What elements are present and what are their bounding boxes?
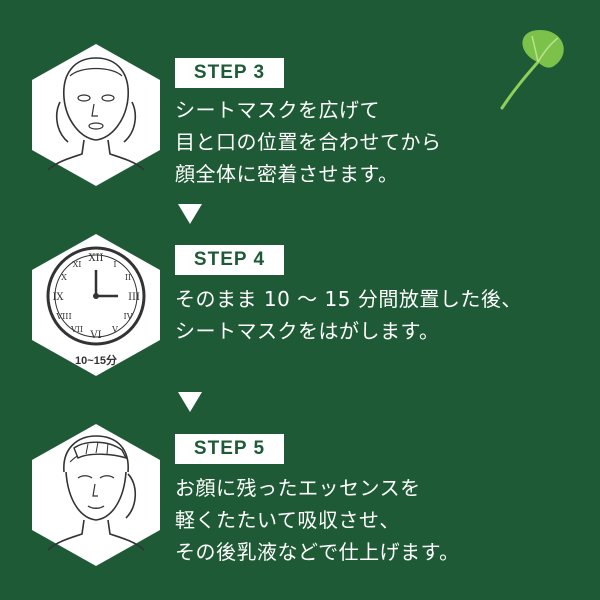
step-3-line-1: シートマスクを広げて: [175, 98, 380, 122]
clock-caption: 10~15分: [75, 353, 117, 367]
step-4-badge: STEP 4: [175, 245, 284, 275]
step-5-line-2: 軽くたたいて吸収させ、: [175, 508, 400, 532]
step-5-line-1: お顔に残ったエッセンスを: [175, 476, 421, 500]
step-4-line-1: そのまま 10 ～ 15 分間放置した後、: [175, 287, 522, 311]
step-5-line-3: その後乳液などで仕上げます。: [175, 540, 460, 564]
svg-text:III: III: [128, 292, 140, 303]
step-5-description: お顔に残ったエッセンスを 軽くたたいて吸収させ、 その後乳液などで仕上げます。: [175, 472, 585, 568]
step-3-line-3: 顔全体に密着させます。: [175, 162, 399, 186]
svg-text:VIII: VIII: [55, 312, 71, 321]
svg-text:XI: XI: [73, 260, 82, 269]
step-5-badge: STEP 5: [175, 434, 284, 464]
step-4-description: そのまま 10 ～ 15 分間放置した後、 シートマスクをはがします。: [175, 283, 585, 347]
svg-text:V: V: [111, 325, 118, 334]
centella-leaf-icon: [500, 30, 564, 110]
face-with-sheet-mask-icon: [32, 44, 160, 186]
svg-text:X: X: [61, 273, 67, 282]
svg-text:XII: XII: [88, 253, 103, 264]
svg-text:VI: VI: [89, 330, 101, 341]
arrow-down-icon: [178, 204, 202, 224]
step-3-description: シートマスクを広げて 目と口の位置を合わせてから 顔全体に密着させます。: [175, 94, 585, 190]
step-3-line-2: 目と口の位置を合わせてから: [175, 130, 442, 154]
clock-icon: XII III VI IX I II IV V VII VIII X XI 10…: [32, 234, 160, 376]
svg-text:IX: IX: [52, 292, 64, 303]
svg-text:IV: IV: [124, 312, 133, 321]
svg-text:I: I: [113, 260, 116, 269]
face-patting-icon: [32, 424, 160, 566]
arrow-down-icon: [178, 392, 202, 412]
step-3-badge: STEP 3: [175, 58, 284, 88]
svg-text:VII: VII: [70, 325, 83, 334]
step-4-line-2: シートマスクをはがします。: [175, 319, 440, 343]
svg-text:II: II: [125, 273, 131, 282]
